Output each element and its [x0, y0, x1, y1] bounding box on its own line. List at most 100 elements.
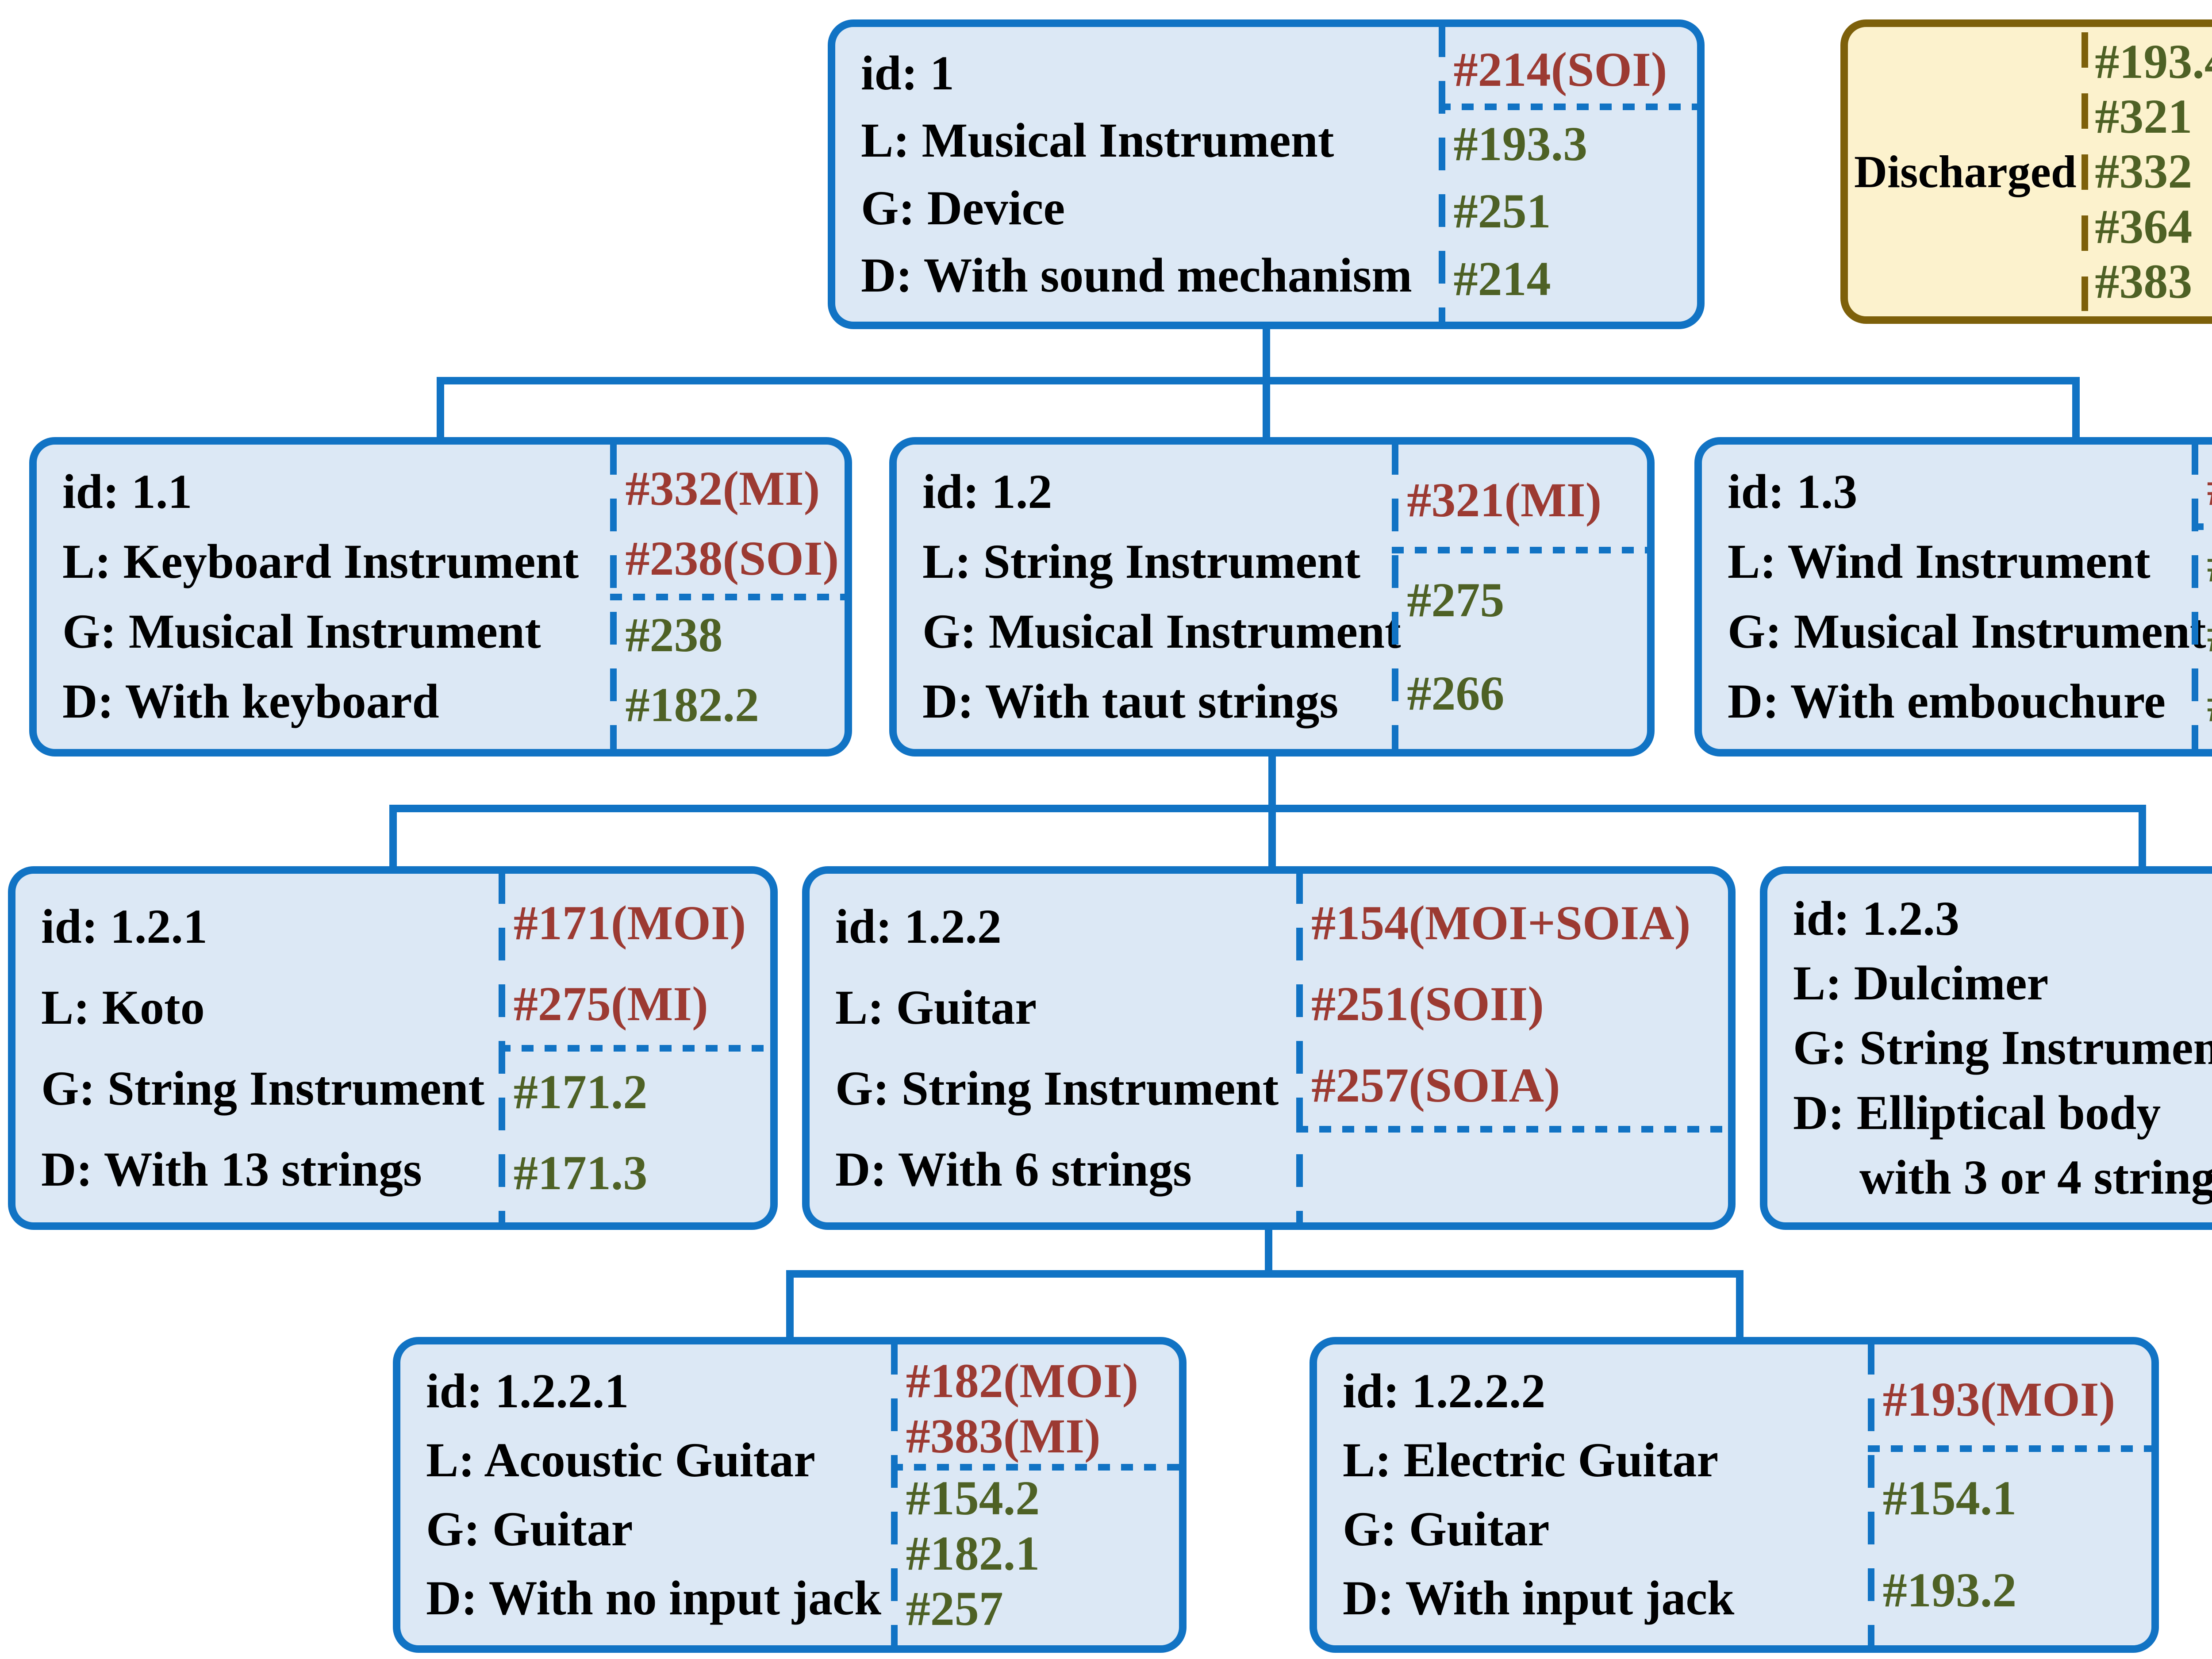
connector-drop-1-2-3	[2139, 805, 2146, 868]
dotted-divider	[891, 1464, 1179, 1471]
node-1-2-1: id: 1.2.1 L: Koto G: String Instrument D…	[8, 866, 778, 1230]
node-1-2: id: 1.2 L: String Instrument G: Musical …	[889, 437, 1655, 757]
connector-row2-horizontal	[437, 377, 2080, 384]
node-1-2-2: id: 1.2.2 L: Guitar G: String Instrument…	[802, 866, 1736, 1230]
node-1-2-2-2-codes: #193(MOI) #154.1 #193.2	[1867, 1342, 2151, 1648]
node-label-line: L: Musical Instrument	[861, 113, 1334, 168]
node-1-codes: #214(SOI) #193.3 #251 #214	[1438, 24, 1697, 324]
connector-drop-1-3	[2072, 377, 2080, 439]
code-value: #383(MI)	[906, 1409, 1101, 1463]
connector-root-down	[1263, 327, 1270, 381]
node-id-line: id: 1.2.1	[41, 899, 207, 953]
node-diff-line: D: With keyboard	[62, 674, 439, 729]
connector-1-2-down	[1268, 755, 1276, 808]
code-value: #321(MI)	[1407, 473, 1602, 527]
connector-drop-1-1	[437, 377, 444, 439]
dotted-divider	[610, 593, 845, 600]
code-value: #154.2	[906, 1471, 1040, 1525]
code-value: #171.1	[2207, 538, 2212, 592]
code-value: #332	[2095, 144, 2193, 199]
red-code-group: #321(MI)	[1407, 453, 1644, 547]
red-code-group: #171(MOI) #275(MI)	[514, 883, 767, 1045]
dashed-column-separator	[2081, 32, 2089, 311]
red-code-group: #332(MI) #238(SOI)	[625, 453, 841, 594]
code-value: #193.2	[1882, 1563, 2017, 1617]
connector-drop-1-2-1	[389, 805, 397, 868]
code-value: #257	[906, 1582, 1003, 1636]
dotted-divider	[1438, 103, 1697, 110]
node-genus-line: G: Musical Instrument	[1728, 604, 2206, 659]
node-genus-line: G: String Instrument	[1793, 1021, 2212, 1075]
code-value: #251	[1453, 184, 1551, 238]
node-diff-line: D: With taut strings	[922, 674, 1339, 729]
dashed-column-separator	[2192, 442, 2199, 752]
connector-row3-horizontal	[389, 805, 2146, 812]
node-1-1: id: 1.1 L: Keyboard Instrument G: Musica…	[29, 437, 852, 757]
dashed-column-separator	[498, 871, 505, 1225]
discharged-label-area: Discharged	[1848, 27, 2081, 316]
green-code-group: #193.3 #251 #214	[1454, 110, 1694, 313]
node-id-line: id: 1.3	[1728, 465, 1858, 519]
node-id-line: id: 1.2.3	[1793, 891, 1959, 945]
node-diff-line: D: With 6 strings	[835, 1142, 1192, 1196]
discharged-values: #193.4 #321 #332 #364 #383	[2081, 27, 2212, 316]
node-1-2-2-2: id: 1.2.2.2 L: Electric Guitar G: Guitar…	[1310, 1337, 2159, 1653]
node-1-1-attributes: id: 1.1 L: Keyboard Instrument G: Musica…	[37, 445, 610, 749]
node-diff-line: D: With sound mechanism	[861, 248, 1412, 303]
node-1-2-2-1-attributes: id: 1.2.2.1 L: Acoustic Guitar G: Guitar…	[400, 1344, 891, 1645]
node-1-2-2-codes: #154(MOI+SOIA) #251(SOII) #257(SOIA)	[1296, 871, 1728, 1225]
code-value: #243(SOI)	[2207, 461, 2212, 515]
code-value: #383	[2095, 254, 2193, 309]
node-1-2-2-2-attributes: id: 1.2.2.2 L: Electric Guitar G: Guitar…	[1317, 1344, 1868, 1645]
code-value: #214	[1453, 252, 1551, 306]
node-1-2-2-1: id: 1.2.2.1 L: Acoustic Guitar G: Guitar…	[393, 1337, 1187, 1653]
code-value: #238	[625, 608, 723, 662]
node-1-3: id: 1.3 L: Wind Instrument G: Musical In…	[1694, 437, 2212, 757]
connector-drop-1-2-2-2	[1736, 1270, 1743, 1338]
node-id-line: id: 1.2.2	[835, 899, 1002, 953]
dashed-column-separator	[891, 1342, 898, 1648]
code-value: #182(MOI)	[906, 1354, 1139, 1408]
node-1-attributes: id: 1 L: Musical Instrument G: Device D:…	[835, 27, 1439, 322]
node-diff-line: D: With input jack	[1343, 1571, 1735, 1625]
code-value: #154.1	[1882, 1471, 2017, 1525]
node-1-3-attributes: id: 1.3 L: Wind Instrument G: Musical In…	[1702, 445, 2206, 749]
code-value: #257(SOIA)	[1311, 1058, 1560, 1112]
node-label-line: L: Koto	[41, 980, 205, 1034]
dashed-column-separator	[1296, 871, 1303, 1225]
red-code-group: #193(MOI)	[1883, 1353, 2148, 1445]
node-genus-line: G: Guitar	[426, 1502, 633, 1556]
connector-1-2-2-down	[1265, 1228, 1272, 1278]
node-1-2-2-attributes: id: 1.2.2 L: Guitar G: String Instrument…	[810, 874, 1296, 1222]
red-code-group: #154(MOI+SOIA) #251(SOII) #257(SOIA)	[1311, 883, 1724, 1126]
code-value: #251(SOII)	[1311, 977, 1544, 1031]
green-code-group	[1311, 1133, 1724, 1214]
node-label-line: L: Acoustic Guitar	[426, 1433, 815, 1487]
code-value: #171(MOI)	[513, 896, 746, 950]
dotted-divider	[1392, 547, 1647, 553]
node-label-line: L: Electric Guitar	[1343, 1433, 1719, 1487]
code-value: #171.3	[513, 1145, 648, 1200]
node-1-2-2-1-codes: #182(MOI) #383(MI) #154.2 #182.1 #257	[891, 1342, 1179, 1648]
node-id-line: id: 1.2.2.2	[1343, 1364, 1546, 1418]
green-code-group: #171.2 #171.3	[514, 1052, 767, 1214]
green-code-group: #154.2 #182.1 #257	[906, 1471, 1175, 1636]
code-value: #364	[2095, 199, 2193, 253]
code-value: #171.2	[513, 1064, 648, 1119]
connector-row4-horizontal	[786, 1270, 1743, 1278]
node-1: id: 1 L: Musical Instrument G: Device D:…	[828, 19, 1705, 329]
node-genus-line: G: String Instrument	[835, 1061, 1279, 1115]
node-genus-line: G: Device	[861, 180, 1065, 235]
node-1-2-attributes: id: 1.2 L: String Instrument G: Musical …	[897, 445, 1401, 749]
code-value: #193.4	[2095, 34, 2212, 88]
node-1-1-codes: #332(MI) #238(SOI) #238 #182.2	[610, 442, 845, 752]
code-value: #193(MOI)	[1882, 1372, 2116, 1426]
node-genus-line: G: Musical Instrument	[922, 604, 1401, 659]
code-value: #275	[1407, 573, 1505, 627]
node-diff-line: D: With embouchure	[1728, 674, 2166, 729]
dotted-divider	[1867, 1445, 2151, 1452]
node-id-line: id: 1.2	[922, 465, 1052, 519]
node-label-line: L: Dulcimer	[1793, 956, 2049, 1010]
node-id-line: id: 1.1	[62, 465, 192, 519]
